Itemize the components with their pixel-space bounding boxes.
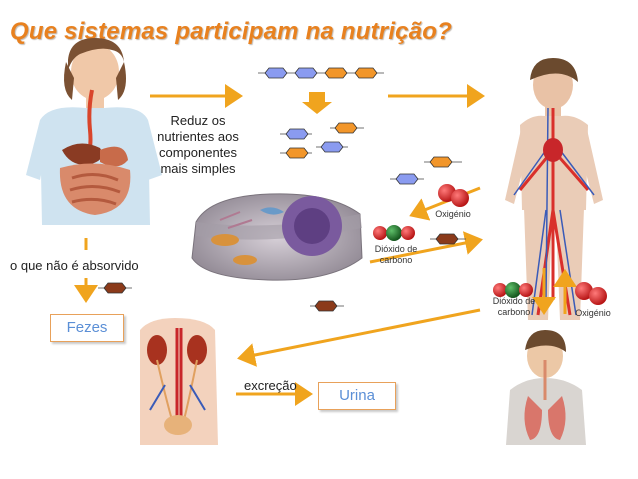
- co2-cell-line-2: carbono: [379, 255, 413, 265]
- co2-molecule-cell: [373, 225, 415, 241]
- urine-box: Urina: [318, 382, 396, 410]
- co2-resp-line-2: carbono: [497, 307, 531, 317]
- oxygen-label-respiration: Oxigénio: [575, 308, 611, 318]
- oxygen-label-cell: Oxigénio: [435, 209, 471, 219]
- co2-label-respiration: Dióxido de carbono: [486, 296, 542, 318]
- respiratory-system-figure: [506, 330, 586, 445]
- flow-arrows: [74, 84, 577, 406]
- urinary-system-figure: [140, 318, 218, 445]
- digestion-down-arrow: [302, 92, 332, 114]
- reduce-line-2: nutrientes aos: [157, 129, 239, 144]
- co2-cell-line-1: Dióxido de: [374, 244, 418, 254]
- reduce-line-4: mais simples: [160, 161, 236, 176]
- excretion-label: excreção: [244, 378, 297, 393]
- oxygen-molecule-respiration: [575, 282, 607, 305]
- reduce-line-3: componentes: [158, 145, 238, 160]
- not-absorbed-label: o que não é absorvido: [10, 258, 139, 273]
- nutrient-molecules: [258, 67, 462, 185]
- reduce-nutrients-label: Reduz os nutrientes aos componentes mais…: [150, 113, 246, 177]
- oxygen-molecule-cell: [438, 184, 469, 207]
- waste-molecules: [98, 233, 466, 312]
- feces-box: Fezes: [50, 314, 124, 342]
- co2-label-cell: Dióxido de carbono: [368, 244, 424, 266]
- arrow-from-cell: [369, 231, 483, 264]
- reduce-line-1: Reduz os: [170, 113, 226, 128]
- co2-resp-line-1: Dióxido de: [492, 296, 536, 306]
- co2-molecule-respiration: [493, 282, 533, 298]
- circulatory-system-figure: [505, 58, 603, 320]
- arrow-to-kidneys: [237, 308, 481, 367]
- cell-illustration: [191, 193, 363, 281]
- digestive-system-figure: [26, 38, 162, 225]
